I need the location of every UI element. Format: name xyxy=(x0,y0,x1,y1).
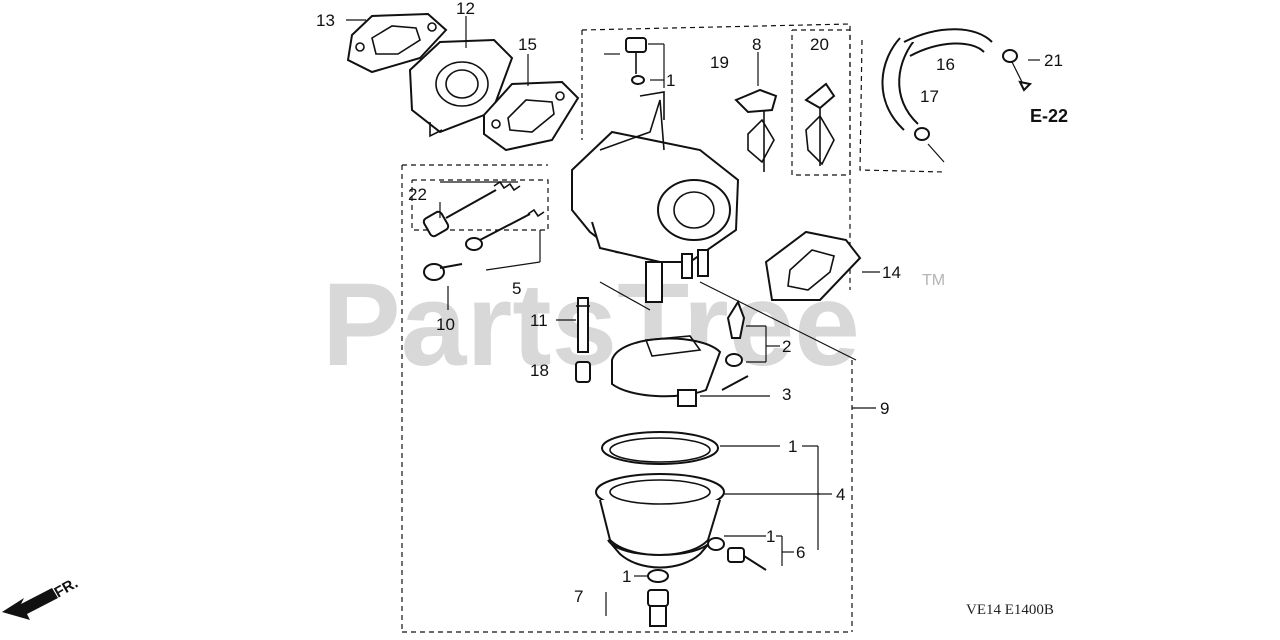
callout-9: 9 xyxy=(880,399,889,418)
callout-11: 11 xyxy=(530,311,548,330)
float-chamber-gasket[interactable] xyxy=(601,431,719,465)
callout-1-drain: 1 xyxy=(622,567,631,586)
screw-top[interactable] xyxy=(625,37,647,85)
gasket-13[interactable] xyxy=(346,12,448,74)
drain-washer[interactable] xyxy=(647,569,669,583)
callout-10: 10 xyxy=(436,315,455,334)
reference-label[interactable]: E-22 xyxy=(1030,106,1068,126)
callout-17: 17 xyxy=(920,87,939,106)
callout-21: 21 xyxy=(1044,51,1063,70)
gasket-14[interactable] xyxy=(764,230,862,301)
tube-clip-21[interactable] xyxy=(1002,49,1033,92)
leader-lines xyxy=(346,16,1040,616)
drain-bolt-7[interactable] xyxy=(647,589,669,627)
carburetor-body[interactable] xyxy=(571,91,740,303)
float-pin-3[interactable] xyxy=(721,375,749,391)
callout-8: 8 xyxy=(752,35,761,54)
callout-1-bowl: 1 xyxy=(788,437,797,456)
group-outlines xyxy=(401,23,946,633)
fuel-tube-16[interactable] xyxy=(881,28,993,131)
choke-valve-20[interactable] xyxy=(804,82,836,166)
choke-lever-8[interactable] xyxy=(734,88,778,172)
callout-14: 14 xyxy=(882,263,901,282)
drain-bolt-6[interactable] xyxy=(727,547,767,571)
float-valve-2[interactable] xyxy=(725,299,746,367)
callout-16: 16 xyxy=(936,55,955,74)
callout-12: 12 xyxy=(456,0,475,18)
arrow-icon xyxy=(2,588,58,620)
callout-6: 6 xyxy=(796,543,805,562)
watermark-trademark: TM xyxy=(922,272,945,289)
insulator-12[interactable] xyxy=(408,38,514,138)
callout-2: 2 xyxy=(782,337,791,356)
callout-1-bolt: 1 xyxy=(766,527,775,546)
callout-5: 5 xyxy=(512,279,521,298)
main-jet-11[interactable] xyxy=(576,297,590,353)
float-9[interactable] xyxy=(611,335,722,407)
callout-3: 3 xyxy=(782,385,791,404)
callout-7: 7 xyxy=(574,587,583,606)
front-direction-arrow: FR. xyxy=(2,575,81,620)
tube-clip-17[interactable] xyxy=(914,127,945,163)
pilot-screw-22[interactable] xyxy=(422,180,521,238)
callout-22: 22 xyxy=(408,185,427,204)
diagram-code: VE14 E1400B xyxy=(966,602,1054,618)
callout-1-top: 1 xyxy=(666,71,675,90)
callout-20: 20 xyxy=(810,35,829,54)
pilot-jet-5[interactable] xyxy=(465,208,545,251)
float-chamber-4[interactable] xyxy=(595,473,725,569)
callout-19: 19 xyxy=(710,53,729,72)
callouts: 13 12 15 1 19 8 20 16 17 21 22 5 10 14 1… xyxy=(316,0,1063,606)
callout-13: 13 xyxy=(316,11,335,30)
callout-4: 4 xyxy=(836,485,845,504)
washer-6[interactable] xyxy=(707,537,725,551)
callout-15: 15 xyxy=(518,35,537,54)
nozzle-18[interactable] xyxy=(575,361,591,383)
callout-18: 18 xyxy=(530,361,549,380)
gasket-15[interactable] xyxy=(483,80,580,152)
screw-10[interactable] xyxy=(423,263,463,281)
